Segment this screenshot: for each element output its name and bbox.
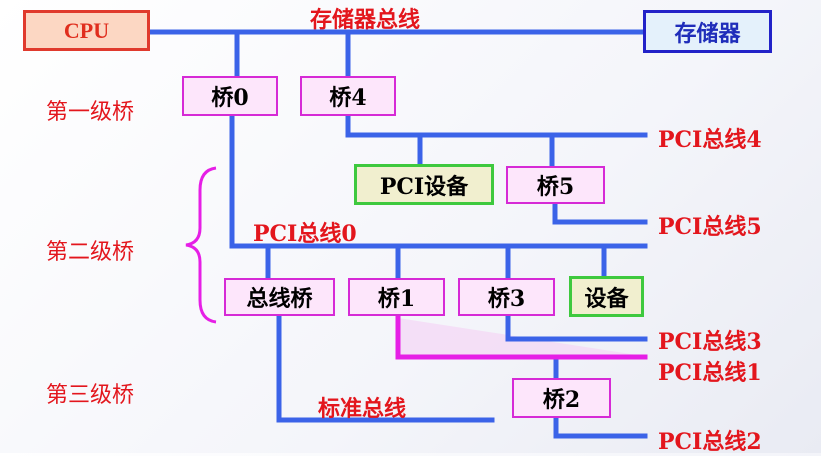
second-level-label: 第二级桥 (46, 240, 135, 265)
pci-device-box: PCI设备 (354, 164, 494, 205)
bridge2-box: 桥2 (512, 378, 611, 418)
bridge5-box: 桥5 (506, 166, 605, 204)
first-level-label: 第一级桥 (46, 100, 135, 125)
memory-bus-label: 存储器总线 (310, 7, 421, 33)
cpu-box: CPU (23, 10, 150, 51)
pci-bus5-label: PCI总线5 (658, 214, 762, 240)
bridge0-box: 桥0 (182, 76, 278, 116)
second-level-brace (185, 166, 217, 324)
bridge3-box: 桥3 (458, 278, 555, 316)
pci-bus4-label: PCI总线4 (658, 127, 762, 153)
bridge4-box: 桥4 (300, 76, 396, 116)
pci-bus3-label: PCI总线3 (658, 329, 762, 355)
third-level-label: 第三级桥 (46, 383, 135, 408)
device-box: 设备 (569, 276, 644, 317)
memory-box: 存储器 (643, 10, 772, 53)
bus-bridge-box: 总线桥 (224, 278, 335, 316)
bridge1-box: 桥1 (348, 278, 445, 316)
standard-bus-label: 标准总线 (318, 396, 407, 422)
pci-bus2-label: PCI总线2 (658, 429, 762, 455)
pci-bus0-label: PCI总线0 (253, 221, 357, 247)
pci-bus1-label: PCI总线1 (658, 360, 762, 386)
